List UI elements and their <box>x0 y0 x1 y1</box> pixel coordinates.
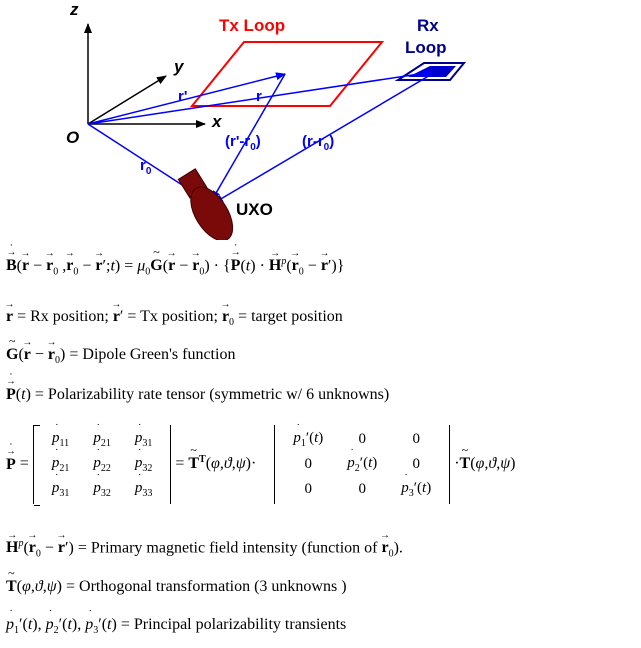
equation-tensor-decomposition: P = p11p21p31 p21p22p32 p31p32p33 = TT(φ… <box>6 422 516 506</box>
uxo-label: UXO <box>236 200 273 219</box>
vector-r-minus-r0 <box>213 73 433 204</box>
geometry-diagram <box>84 23 467 240</box>
x-axis-label: x <box>212 112 222 131</box>
equation-polarizability-rate: P(t) = Polarizability rate tensor (symme… <box>6 386 389 404</box>
equation-b-field: B(r − r0 ,r0 − r′;t) = μ0G(r − r0) · {P(… <box>6 256 344 278</box>
vector-r <box>87 69 433 125</box>
equation-orthogonal-transform: T(φ,ϑ,ψ) = Orthogonal transformation (3 … <box>6 578 347 596</box>
vector-r-prime-minus-r0 <box>211 73 286 201</box>
matrix-principal: p1′(t)00 0p2′(t)0 00p3′(t) <box>274 422 451 504</box>
rx-loop <box>394 62 467 81</box>
uxo-object <box>177 168 234 240</box>
tx-loop-label: Tx Loop <box>219 16 286 35</box>
equation-primary-field: Hp(r0 − r′) = Primary magnetic field int… <box>6 538 403 560</box>
r-prime-minus-r0-label: (r'-r0) <box>225 133 261 153</box>
equation-principal-transients: p1′(t), p2′(t), p3′(t) = Principal polar… <box>6 608 346 636</box>
rx-loop-label-2: Loop <box>405 38 447 57</box>
matrix-p-dot: p11p21p31 p21p22p32 p31p32p33 <box>32 422 172 506</box>
r-prime-label: r' <box>178 88 188 105</box>
z-axis-label: z <box>70 0 79 19</box>
vector-r-prime <box>87 72 286 125</box>
y-axis-label: y <box>174 57 184 76</box>
y-axis <box>87 75 167 125</box>
r-minus-r0-label: (r-r0) <box>302 133 335 153</box>
r-label: r <box>256 88 262 105</box>
equation-greens-function: G(r − r0) = Dipole Green's function <box>6 346 235 366</box>
rx-loop-label-1: Rx <box>417 16 439 35</box>
equation-positions: r = Rx position; r′ = Tx position; r0 = … <box>6 308 343 328</box>
origin-label: O <box>66 128 80 147</box>
r0-label: r0 <box>140 157 152 177</box>
tx-loop <box>189 41 385 107</box>
